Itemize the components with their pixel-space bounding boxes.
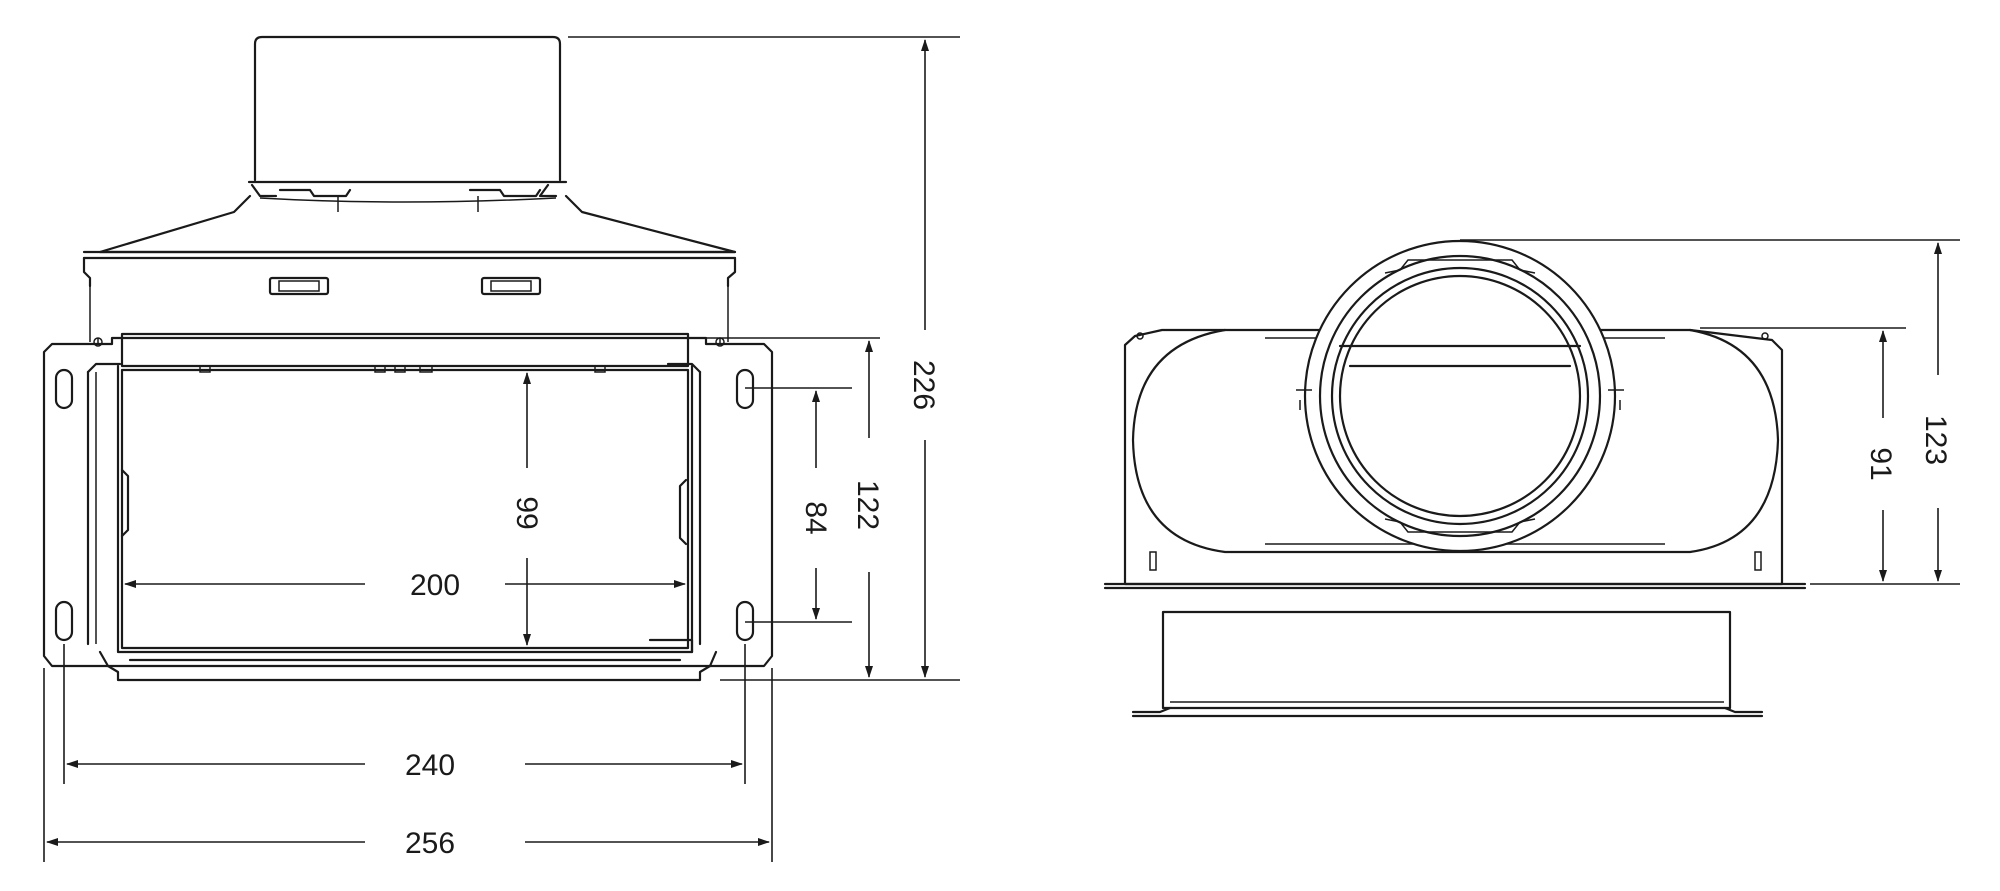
- dim-240-label: 240: [405, 749, 455, 782]
- round-spigot: [1296, 239, 1624, 553]
- side-dimensions: 91 123: [1460, 239, 1960, 585]
- side-view: 91 123: [1103, 239, 1960, 718]
- dim-99-label: 99: [510, 496, 543, 529]
- dim-226-label: 226: [907, 360, 940, 410]
- slot-bottom-left: [54, 600, 74, 642]
- front-dimensions: 226 122 84 99 200 240 256: [43, 36, 960, 862]
- dim-122-label: 122: [851, 480, 884, 530]
- dim-91-label: 91: [1864, 447, 1897, 480]
- dim-123-label: 123: [1919, 415, 1952, 465]
- dim-256-label: 256: [405, 827, 455, 860]
- spigot-inner-bore: [1338, 274, 1582, 518]
- dim-84-label: 84: [799, 501, 832, 534]
- clip-right: [480, 276, 542, 296]
- duct-body: [98, 332, 718, 682]
- front-view: 226 122 84 99 200 240 256: [42, 35, 960, 862]
- clip-left: [268, 276, 330, 296]
- slot-top-left: [54, 368, 74, 410]
- slot-top-right: [735, 368, 755, 410]
- slot-bottom-right: [735, 600, 755, 642]
- dim-200-label: 200: [410, 569, 460, 602]
- opening: [120, 368, 690, 650]
- base-tray: [1131, 610, 1764, 718]
- transition-cone: [82, 194, 737, 342]
- spigot-cap: [247, 35, 568, 212]
- spigot-outer-ring: [1303, 239, 1617, 553]
- mounting-plate: [42, 336, 774, 668]
